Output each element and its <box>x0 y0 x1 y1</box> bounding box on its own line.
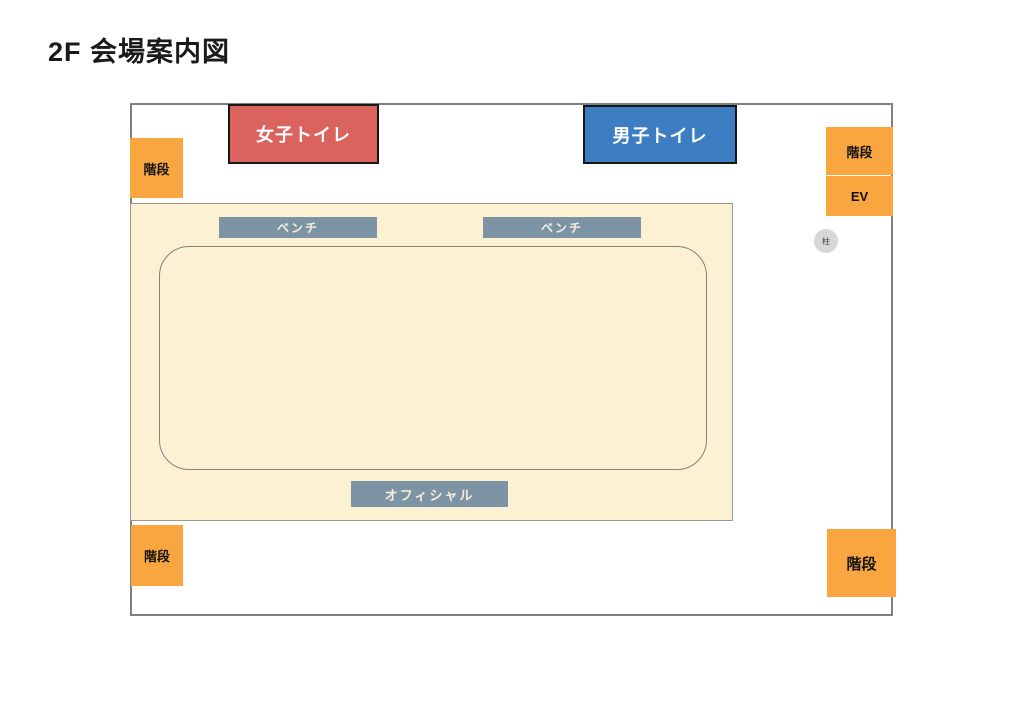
stairs-top-left: 階段 <box>130 138 183 198</box>
stairs-bottom-left: 階段 <box>131 525 183 586</box>
arena-area <box>130 203 733 521</box>
elevator: EV <box>826 176 893 216</box>
bench-left: ベンチ <box>219 217 377 238</box>
stairs-top-right: 階段 <box>826 127 893 175</box>
mens-toilet: 男子トイレ <box>583 105 737 164</box>
bench-right: ベンチ <box>483 217 641 238</box>
official-area: オフィシャル <box>351 481 508 507</box>
womens-toilet: 女子トイレ <box>228 104 379 164</box>
pillar-marker: 柱 <box>814 229 838 253</box>
stairs-bottom-right: 階段 <box>827 529 896 597</box>
page-title: 2F 会場案内図 <box>48 37 231 67</box>
course-rounded-area <box>159 246 707 470</box>
